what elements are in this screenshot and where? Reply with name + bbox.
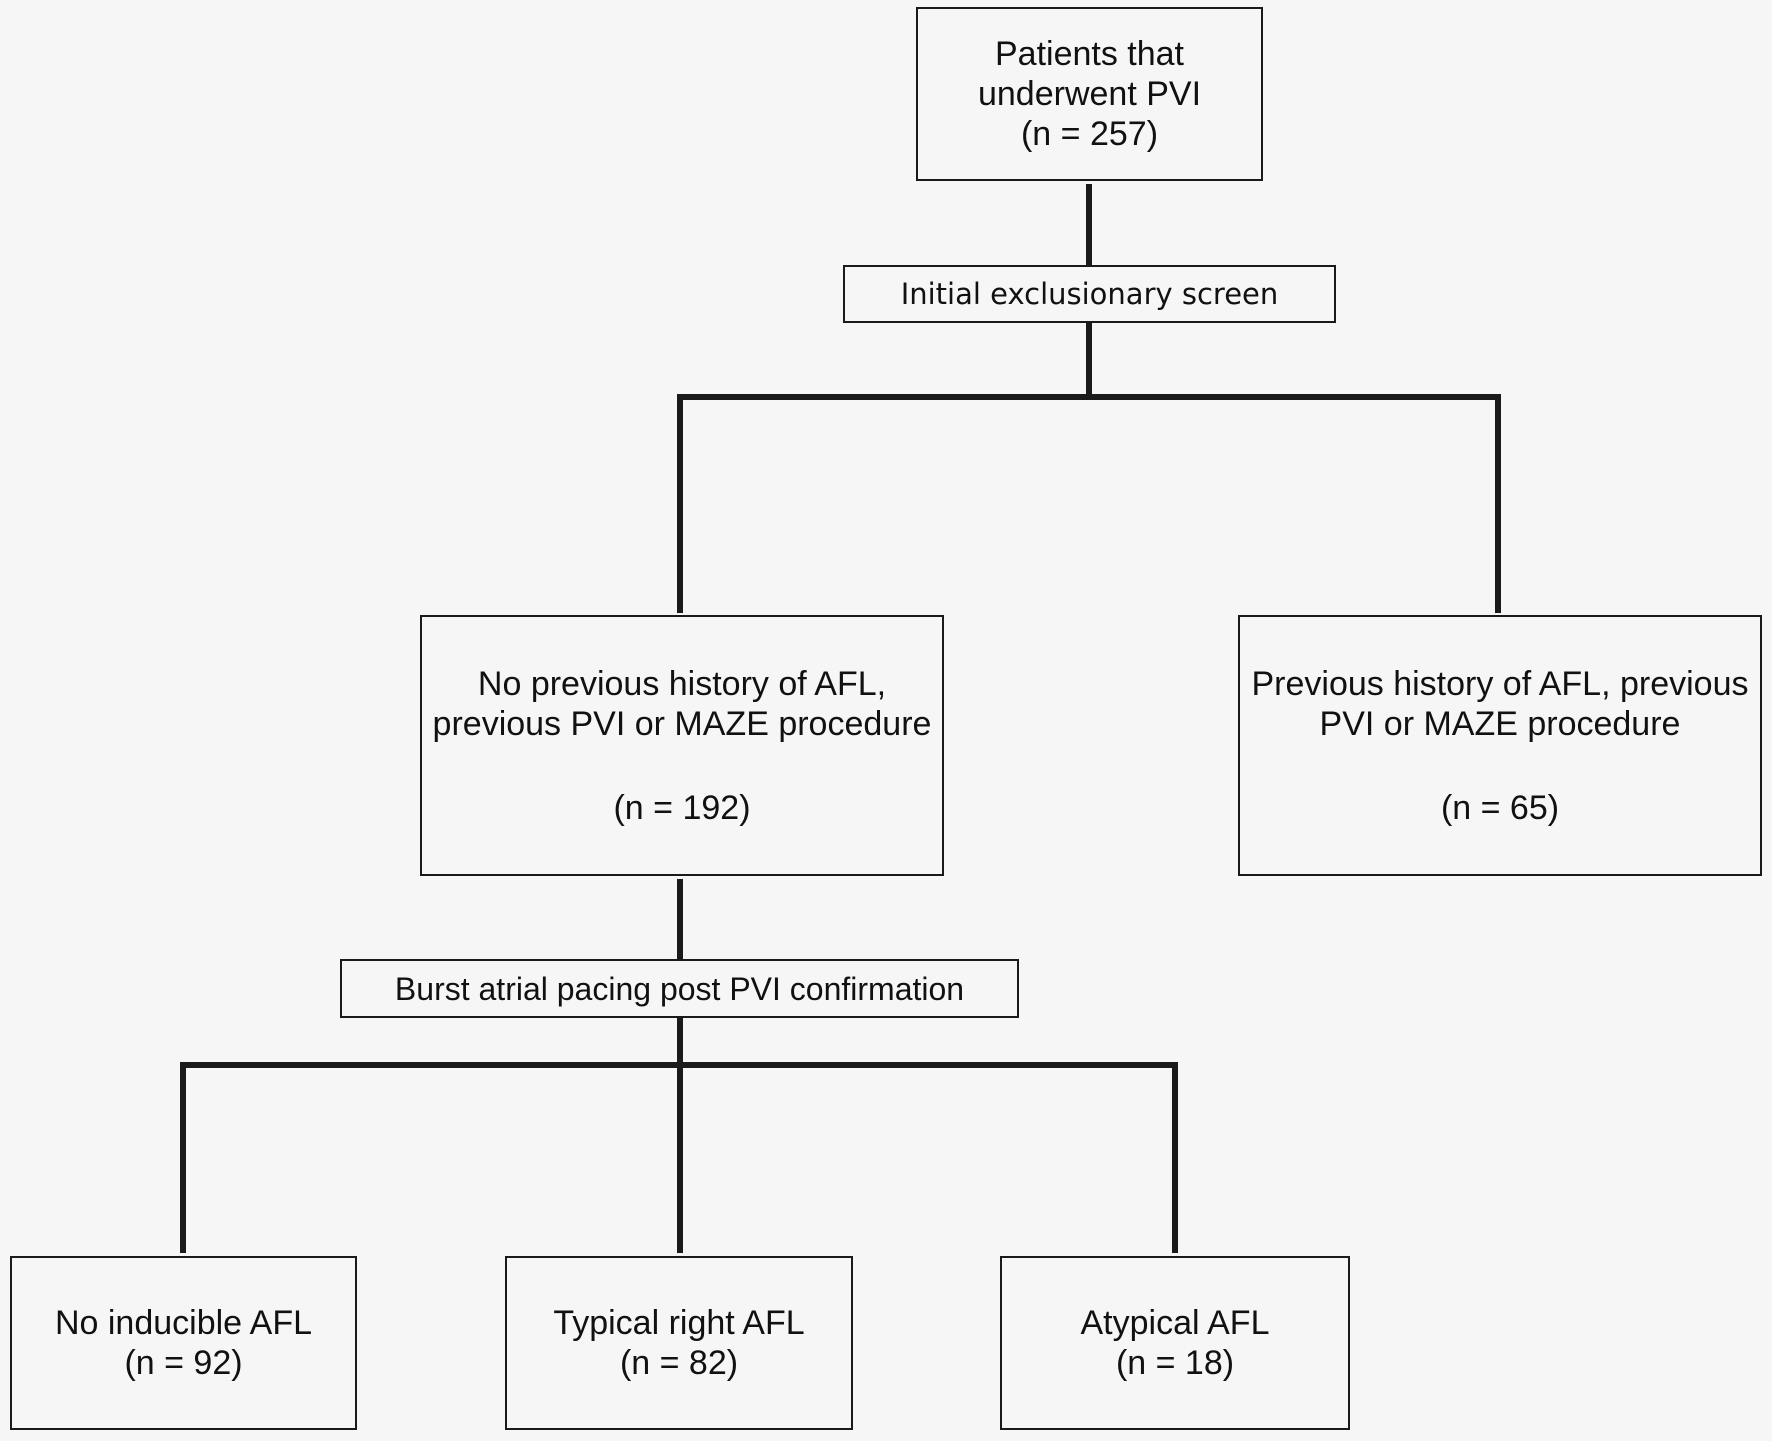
burst-atrial-pacing-box: Burst atrial pacing post PVI confirmatio… (340, 959, 1019, 1018)
outcome-count: (n = 92) (124, 1344, 243, 1382)
previous-history-line2: PVI or MAZE procedure (1319, 704, 1681, 743)
no-previous-history-line2: previous PVI or MAZE procedure (432, 704, 932, 743)
previous-history-line1: Previous history of AFL, previous (1251, 664, 1749, 703)
outcome-box-typical-right-afl: Typical right AFL (n = 82) (505, 1256, 853, 1430)
patients-pvi-box: Patients that underwent PVI (n = 257) (916, 7, 1263, 181)
outcome-box-atypical-afl: Atypical AFL (n = 18) (1000, 1256, 1350, 1430)
no-previous-history-line1: No previous history of AFL, (477, 664, 887, 703)
outcome-count: (n = 18) (1115, 1344, 1235, 1382)
outcome-box-no-inducible-afl: No inducible AFL (n = 92) (10, 1256, 357, 1430)
previous-history-box: Previous history of AFL, previous PVI or… (1238, 615, 1762, 876)
patients-pvi-line2: underwent PVI (977, 75, 1202, 113)
patients-pvi-line1: Patients that (994, 35, 1184, 73)
initial-exclusionary-screen-label: Initial exclusionary screen (900, 277, 1279, 311)
outcome-label: Atypical AFL (1080, 1304, 1270, 1342)
no-previous-history-box: No previous history of AFL, previous PVI… (420, 615, 944, 876)
burst-atrial-pacing-label: Burst atrial pacing post PVI confirmatio… (394, 970, 965, 1007)
no-previous-history-count: (n = 192) (613, 788, 751, 827)
outcome-label: No inducible AFL (54, 1304, 313, 1342)
previous-history-count: (n = 65) (1440, 788, 1560, 827)
outcome-label: Typical right AFL (553, 1304, 805, 1342)
initial-exclusionary-screen-box: Initial exclusionary screen (843, 265, 1336, 323)
patients-pvi-count: (n = 257) (1020, 115, 1159, 153)
outcome-count: (n = 82) (619, 1344, 739, 1382)
